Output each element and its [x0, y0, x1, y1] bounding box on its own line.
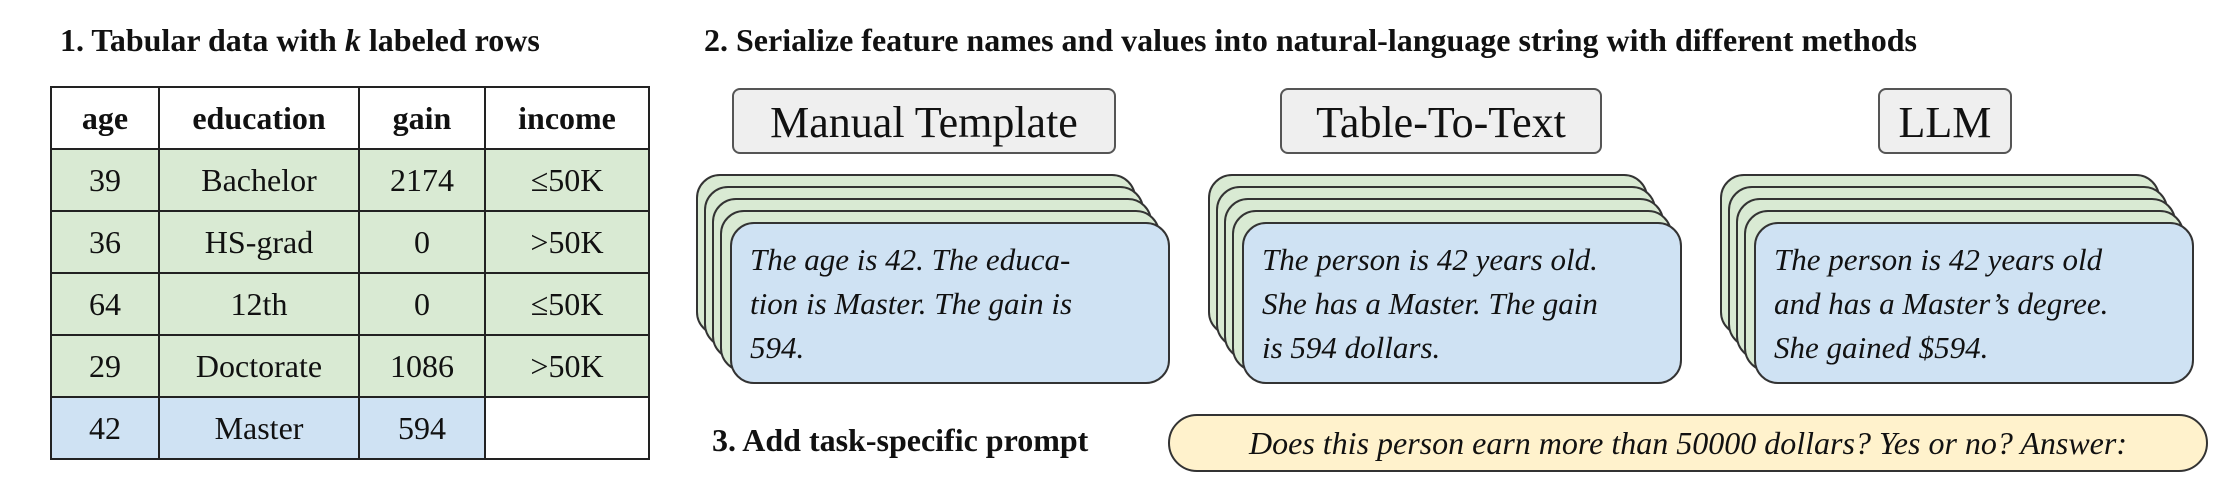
table-cell: 39	[50, 148, 160, 212]
column-header-gain: gain	[358, 86, 486, 150]
table-cell: 36	[50, 210, 160, 274]
table-row: 29 Doctorate 1086 >50K	[50, 334, 650, 398]
serialized-line: and has a Master’s degree.	[1774, 286, 2109, 321]
method-label-manual-template: Manual Template	[732, 88, 1116, 154]
table-cell: 2174	[358, 148, 486, 212]
table-cell: 0	[358, 210, 486, 274]
table-cell: >50K	[484, 334, 650, 398]
table-cell: ≤50K	[484, 148, 650, 212]
table-cell: 12th	[158, 272, 360, 336]
table-cell: 64	[50, 272, 160, 336]
serialized-line: The person is 42 years old.	[1262, 242, 1598, 277]
method-label-llm: LLM	[1878, 88, 2012, 154]
table-header-row: age education gain income	[50, 86, 650, 150]
serialized-text-card: The person is 42 years old and has a Mas…	[1754, 222, 2194, 384]
task-prompt-box: Does this person earn more than 50000 do…	[1168, 414, 2208, 472]
step1-heading: 1. Tabular data with k labeled rows	[60, 22, 540, 58]
table-row: 39 Bachelor 2174 ≤50K	[50, 148, 650, 212]
step2-heading: 2. Serialize feature names and values in…	[704, 22, 1917, 58]
table-cell: Doctorate	[158, 334, 360, 398]
serialized-line: The age is 42. The educa-	[750, 242, 1071, 277]
serialized-text-card: The person is 42 years old. She has a Ma…	[1242, 222, 1682, 384]
table-row: 64 12th 0 ≤50K	[50, 272, 650, 336]
table-cell: 1086	[358, 334, 486, 398]
table-cell: 0	[358, 272, 486, 336]
table-cell: ≤50K	[484, 272, 650, 336]
method-label-table-to-text: Table-To-Text	[1280, 88, 1602, 154]
table-cell: 42	[50, 396, 160, 460]
table-row-query: 42 Master 594	[50, 396, 650, 460]
serialized-line: She has a Master. The gain	[1262, 286, 1598, 321]
table-cell: HS-grad	[158, 210, 360, 274]
table-cell: Bachelor	[158, 148, 360, 212]
step3-heading: 3. Add task-specific prompt	[712, 422, 1089, 458]
column-header-age: age	[50, 86, 160, 150]
card-stack-table-to-text: The person is 42 years old. She has a Ma…	[1208, 174, 1688, 384]
table-row: 36 HS-grad 0 >50K	[50, 210, 650, 274]
serialized-line: tion is Master. The gain is	[750, 286, 1073, 321]
table-cell-empty	[484, 396, 650, 460]
serialized-text-card: The age is 42. The educa- tion is Master…	[730, 222, 1170, 384]
column-header-income: income	[484, 86, 650, 150]
tabular-data-table: age education gain income 39 Bachelor 21…	[50, 86, 650, 460]
table-cell: 29	[50, 334, 160, 398]
serialized-line: She gained $594.	[1774, 330, 1989, 365]
table-cell: 594	[358, 396, 486, 460]
card-stack-llm: The person is 42 years old and has a Mas…	[1720, 174, 2200, 384]
column-header-education: education	[158, 86, 360, 150]
serialized-line: is 594 dollars.	[1262, 330, 1441, 365]
table-cell: Master	[158, 396, 360, 460]
card-stack-manual-template: The age is 42. The educa- tion is Master…	[696, 174, 1176, 384]
serialized-line: The person is 42 years old	[1774, 242, 2103, 277]
table-cell: >50K	[484, 210, 650, 274]
serialized-line: 594.	[750, 330, 805, 365]
